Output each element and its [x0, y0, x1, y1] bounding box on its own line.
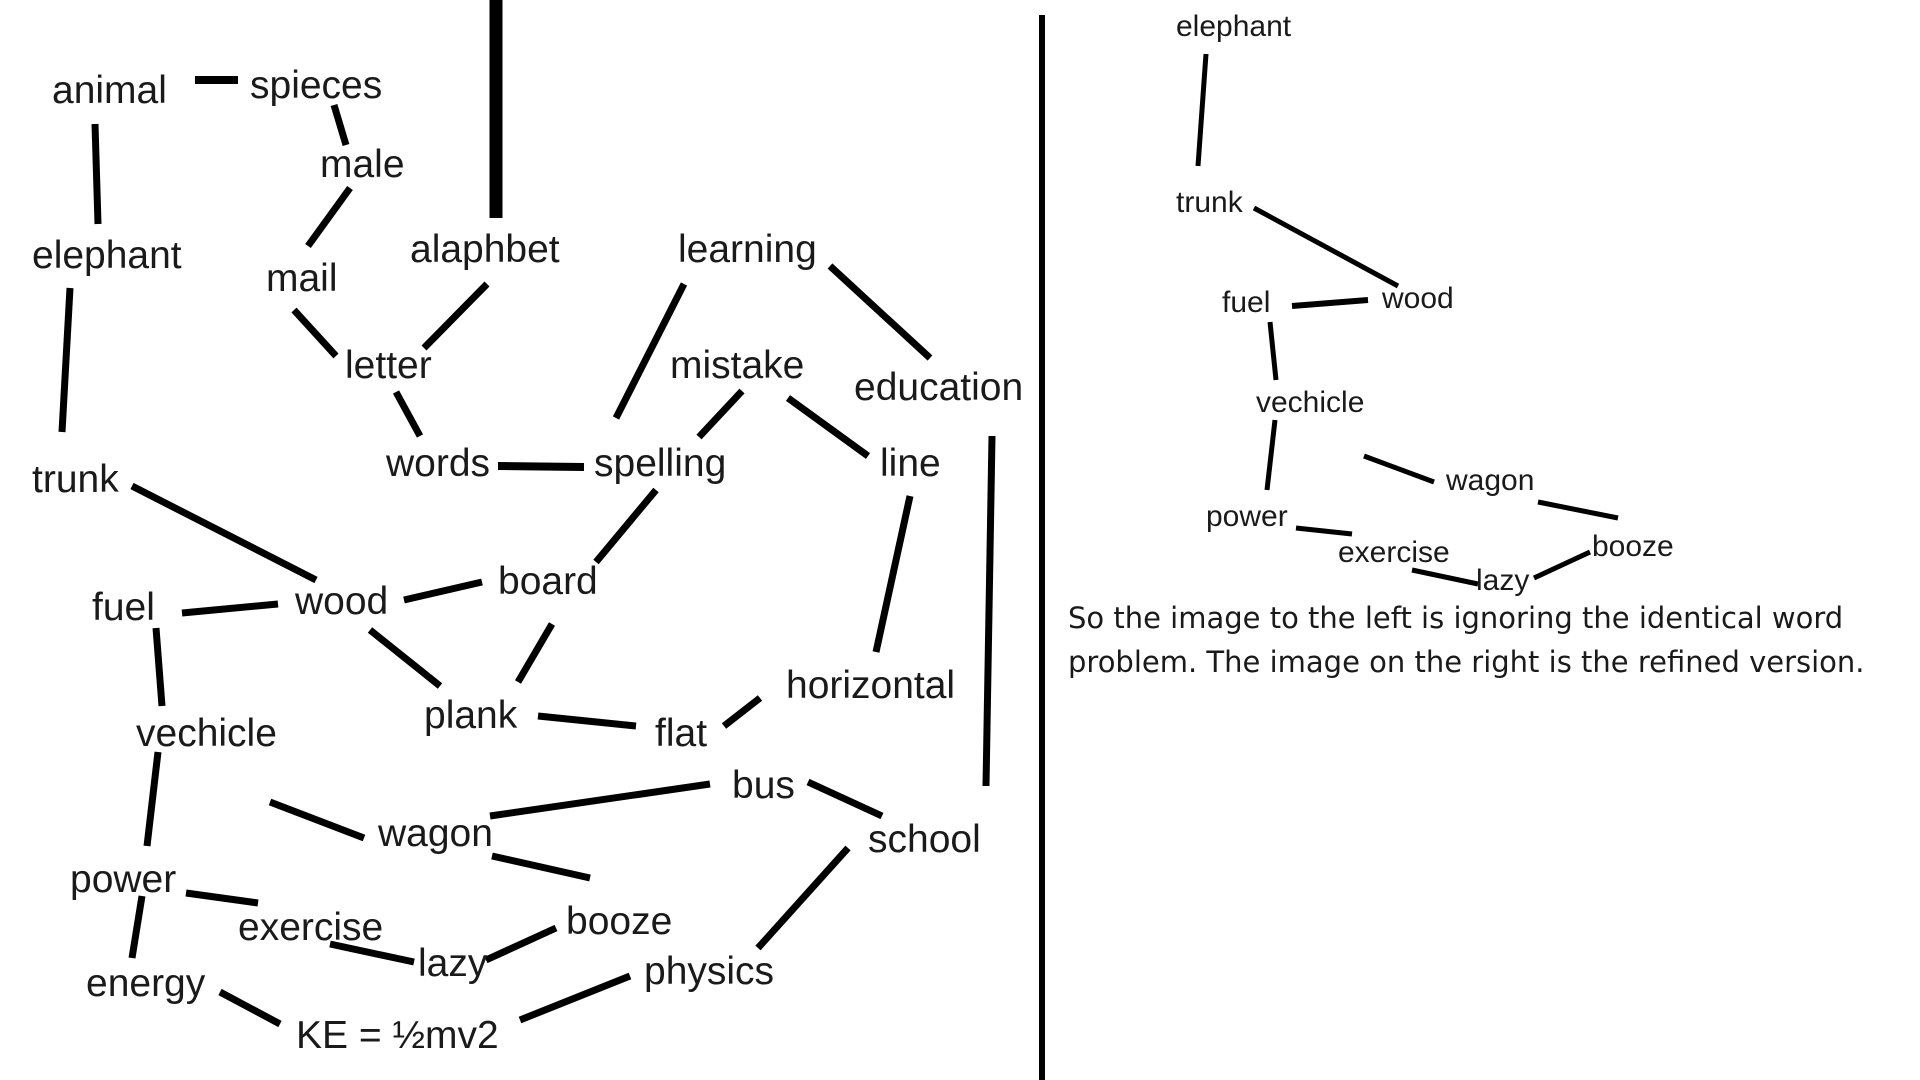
- edge-power-energy: [128, 895, 146, 959]
- node-wood: wood: [294, 580, 388, 623]
- node-male: male: [320, 143, 405, 186]
- edge-wood-board: [403, 578, 483, 604]
- node-power: power: [70, 858, 176, 901]
- edge-learning-spelling: [612, 282, 688, 420]
- node-bus: bus: [732, 764, 795, 807]
- r-edge-vechicle-wagon: [1363, 453, 1435, 485]
- edge-fuel-vechicle: [152, 627, 166, 707]
- node-energy: energy: [86, 962, 206, 1005]
- node-education: education: [854, 366, 1023, 409]
- edge-vechicle-wagon: [268, 798, 366, 842]
- node-school: school: [868, 818, 981, 861]
- r-edge-fuel-wood: [1291, 297, 1369, 309]
- node-fuel: fuel: [92, 586, 155, 629]
- node-ke-formula: KE = ½mv2: [296, 1014, 499, 1057]
- node-board: board: [498, 560, 598, 603]
- edge-energy-ke: [218, 988, 282, 1028]
- right-labels: elephant trunk wood fuel vechicle wagon …: [1176, 10, 1674, 597]
- edge-wagon-booze: [491, 852, 591, 882]
- edge-lazy-booze: [484, 924, 558, 964]
- node-spieces: spieces: [250, 64, 382, 107]
- edge-mistake-line: [785, 395, 871, 459]
- node-mail: mail: [266, 257, 338, 300]
- r-node-lazy: lazy: [1476, 564, 1529, 597]
- node-trunk: trunk: [32, 458, 119, 501]
- r-edge-wagon-booze: [1537, 499, 1619, 521]
- edge-trunk-wood: [130, 482, 318, 584]
- node-horizontal: horizontal: [786, 664, 955, 707]
- r-edge-elephant-trunk: [1195, 53, 1209, 167]
- r-node-trunk: trunk: [1176, 186, 1244, 219]
- edge-power-exercise: [185, 889, 259, 907]
- node-line: line: [880, 442, 941, 485]
- node-alaphbet: alaphbet: [410, 228, 560, 271]
- node-wagon: wagon: [377, 812, 493, 855]
- r-node-booze: booze: [1592, 530, 1674, 563]
- edge-fuel-wood: [181, 600, 279, 617]
- r-node-power: power: [1206, 500, 1288, 533]
- edge-bus-school: [806, 778, 884, 820]
- edge-plank-flat: [537, 712, 637, 730]
- left-edges: [58, 76, 996, 1028]
- edge-flat-horizontal: [721, 695, 763, 729]
- r-node-fuel: fuel: [1222, 286, 1270, 319]
- r-edge-lazy-booze: [1532, 549, 1592, 581]
- r-edge-exercise-lazy: [1411, 567, 1479, 587]
- node-elephant: elephant: [32, 234, 182, 277]
- right-edges: [1195, 53, 1619, 587]
- node-words: words: [385, 442, 490, 485]
- edge-exercise-lazy: [329, 940, 415, 966]
- node-booze: booze: [566, 900, 672, 943]
- edge-words-spelling: [497, 462, 585, 471]
- node-lazy: lazy: [418, 942, 488, 985]
- edge-wagon-bus: [489, 780, 711, 820]
- edge-board-plank: [514, 622, 556, 684]
- node-letter: letter: [345, 344, 432, 387]
- edge-spieces-male: [330, 103, 350, 147]
- explanation-caption: So the image to the left is ignoring the…: [1068, 601, 1865, 679]
- node-flat: flat: [655, 712, 707, 755]
- edge-school-physics: [755, 845, 851, 951]
- edge-mail-letter: [291, 307, 339, 359]
- edge-elephant-trunk: [58, 287, 74, 433]
- edge-male-mail: [305, 185, 353, 249]
- edge-learning-education: [827, 263, 933, 361]
- edge-vechicle-power: [143, 751, 162, 847]
- node-physics: physics: [644, 950, 774, 993]
- edge-line-horizontal: [872, 495, 914, 653]
- r-edge-trunk-wood: [1252, 205, 1400, 289]
- node-plank: plank: [424, 694, 518, 737]
- r-node-exercise: exercise: [1338, 536, 1450, 569]
- node-exercise: exercise: [238, 906, 383, 949]
- r-edge-vechicle-power: [1264, 419, 1278, 491]
- edge-animal-elephant: [91, 123, 102, 225]
- r-node-vechicle: vechicle: [1256, 386, 1364, 419]
- edge-letter-words: [392, 390, 424, 438]
- edge-education-school: [982, 435, 996, 787]
- r-edge-fuel-vechicle: [1267, 321, 1279, 381]
- r-node-elephant: elephant: [1176, 10, 1292, 43]
- r-edge-power-exercise: [1295, 525, 1353, 537]
- node-learning: learning: [678, 228, 817, 271]
- edge-spelling-board: [593, 487, 659, 565]
- node-mistake: mistake: [670, 344, 804, 387]
- edge-mistake-spelling: [696, 388, 745, 440]
- node-vechicle: vechicle: [136, 712, 277, 755]
- edge-wood-plank: [367, 627, 443, 689]
- node-spelling: spelling: [594, 442, 726, 485]
- edge-alaphbet-letter: [421, 281, 490, 351]
- edge-ke-physics: [518, 972, 632, 1024]
- node-animal: animal: [52, 69, 167, 112]
- left-labels: animal spieces male elephant mail alaphb…: [32, 64, 1023, 1057]
- r-node-wagon: wagon: [1445, 464, 1534, 497]
- r-node-wood: wood: [1381, 282, 1454, 315]
